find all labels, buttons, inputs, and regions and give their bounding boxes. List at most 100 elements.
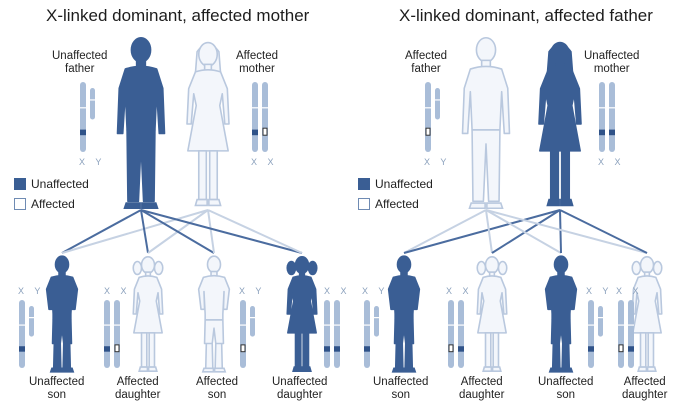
left-child-3-figure: [199, 256, 230, 372]
right-panel-title: X-linked dominant, affected father: [399, 6, 653, 26]
right-child-2-label: Affected daughter: [459, 376, 504, 402]
legend-swatch-affected: [358, 198, 370, 210]
right-child-2-figure-pigtail-left: [477, 261, 485, 274]
left-child-3-chrom-label: X Y: [239, 286, 265, 296]
left-child-4-chrom-label: X X: [324, 286, 351, 296]
right-child-3-figure-feet: [550, 368, 572, 372]
right-father-figure-head: [476, 38, 495, 62]
right-mother-label: Unaffected mother: [584, 50, 639, 76]
left-mother-figure-head: [199, 43, 217, 67]
right-child-1-figure-feet: [393, 368, 415, 372]
right-child-4-figure-pigtail-right: [653, 261, 661, 274]
right-mother-figure-feet: [547, 200, 572, 206]
left-mother-chromosomes-x1-chromosome: [252, 82, 258, 152]
right-father-chromosomes-x-chromosome: [425, 82, 431, 152]
left-child-1-figure-legs: [53, 320, 72, 368]
right-mother-figure: [539, 43, 581, 206]
right-mother-chromosomes-x1-chromosome: [599, 82, 605, 152]
right-mother-chromosomes-x2-chromosome-band: [609, 130, 615, 136]
right-child-1-label-line1: Unaffected: [373, 376, 428, 389]
left-child-4-label-line2: daughter: [272, 389, 327, 402]
right-line-a-2: [486, 210, 492, 253]
left-father-chromosomes-y-chromosome: [90, 88, 95, 120]
left-mother-figure-dress: [187, 70, 229, 151]
left-mother-chromosomes-x1-chromosome-band: [252, 130, 258, 136]
left-father-chrom-label: X Y: [79, 157, 105, 167]
right-child-2-figure-legs: [486, 333, 499, 367]
right-mother-chromosomes-x1-chromosome-band: [599, 130, 605, 136]
left-mother-label-line1: Affected: [236, 50, 278, 63]
right-father-figure-torso: [463, 66, 510, 133]
legend-text-affected: Affected: [31, 197, 75, 211]
right-child-3-figure: [546, 256, 577, 372]
left-child-2-label: Affected daughter: [115, 376, 160, 402]
left-child-4-chromosomes-x2-chromosome-band: [334, 346, 340, 351]
left-child-2-figure-legs: [142, 333, 155, 367]
left-child-3-chromosomes-y-chromosome-centromere: [250, 317, 255, 318]
right-child-4-label-line2: daughter: [622, 389, 667, 402]
right-child-4-label: Affected daughter: [622, 376, 667, 402]
left-child-3-figure-torso: [199, 276, 230, 320]
right-child-2-figure-head: [486, 257, 499, 274]
left-child-2-chromosomes-x1-chromosome: [104, 300, 110, 368]
left-mother-chrom-label: X X: [251, 157, 278, 167]
left-child-4-label: Unaffected daughter: [272, 376, 327, 402]
right-child-2-figure-feet: [483, 367, 501, 371]
left-child-4-chromosomes-x2-chromosome-centromere: [334, 324, 340, 325]
left-mother-label-line2: mother: [236, 63, 278, 76]
right-child-1-chrom-label: X Y: [362, 286, 388, 296]
right-mother-label-line1: Unaffected: [584, 50, 639, 63]
legend-swatch-affected: [14, 198, 26, 210]
right-child-2-label-line2: daughter: [459, 389, 504, 402]
left-child-3-label: Affected son: [196, 376, 238, 402]
right-child-4-figure-feet: [638, 367, 656, 371]
left-child-4-chromosomes-x1-chromosome-centromere: [324, 324, 330, 325]
legend-text-unaffected: Unaffected: [31, 177, 89, 191]
right-line-a-1: [404, 210, 486, 253]
right-child-2-figure-pigtail-right: [498, 261, 506, 274]
left-child-2-chromosomes-x1-chromosome-centromere: [104, 324, 110, 325]
right-child-4-chrom-label: X X: [616, 286, 643, 296]
left-child-4-chromosomes-x2-chromosome: [334, 300, 340, 368]
left-child-2-figure-dress: [133, 276, 163, 333]
left-child-3-chromosomes-x-chromosome-band: [241, 345, 245, 352]
left-child-4-figure-pigtail-left: [287, 261, 295, 274]
right-child-4-chromosomes-x1-chromosome-centromere: [618, 324, 624, 325]
left-father-figure-feet: [124, 203, 157, 208]
right-child-3-chromosomes-y-chromosome-centromere: [598, 317, 603, 318]
left-line-b-1: [62, 210, 208, 253]
left-child-2-figure-feet: [139, 367, 157, 371]
left-child-2-figure-pigtail-right: [154, 261, 162, 274]
right-child-4-chromosomes-x1-chromosome-band: [619, 345, 623, 352]
right-child-4-chromosomes-x2-chromosome: [628, 300, 634, 368]
legend-row-affected: Affected: [358, 194, 433, 214]
right-child-3-label-line1: Unaffected: [538, 376, 593, 389]
left-child-3-label-line1: Affected: [196, 376, 238, 389]
left-child-2-chromosomes-x2-chromosome-band: [115, 345, 119, 352]
legend-text-unaffected: Unaffected: [375, 177, 433, 191]
right-father-label-line1: Affected: [405, 50, 447, 63]
right-line-b-1: [404, 210, 560, 253]
right-father-chromosomes-y-chromosome-centromere: [435, 99, 440, 100]
right-mother-figure-legs: [551, 151, 569, 200]
left-child-3-figure-feet: [203, 368, 225, 372]
left-child-1-label: Unaffected son: [29, 376, 84, 402]
right-child-1-figure-torso: [389, 276, 420, 320]
right-child-1-figure-legs: [395, 320, 414, 368]
right-mother-chrom-label: X X: [598, 157, 625, 167]
right-mother-label-line2: mother: [584, 63, 639, 76]
right-father-label: Affected father: [405, 50, 447, 76]
left-child-1-chromosomes-y-chromosome-centromere: [29, 317, 34, 318]
right-child-1-label: Unaffected son: [373, 376, 428, 402]
left-child-3-chromosomes-x-chromosome-centromere: [240, 324, 246, 325]
right-child-4-label-line1: Affected: [622, 376, 667, 389]
right-child-4-figure: [632, 257, 662, 371]
right-mother-figure-head: [551, 43, 569, 67]
right-child-1-chromosomes-y-chromosome-centromere: [374, 317, 379, 318]
left-child-1-figure: [47, 256, 78, 372]
left-child-4-figure-feet: [293, 367, 311, 371]
right-child-3-label: Unaffected son: [538, 376, 593, 402]
right-legend: Unaffected Affected: [358, 174, 433, 214]
left-father-chromosomes-x-chromosome: [80, 82, 86, 152]
left-mother-figure-feet: [195, 200, 220, 206]
